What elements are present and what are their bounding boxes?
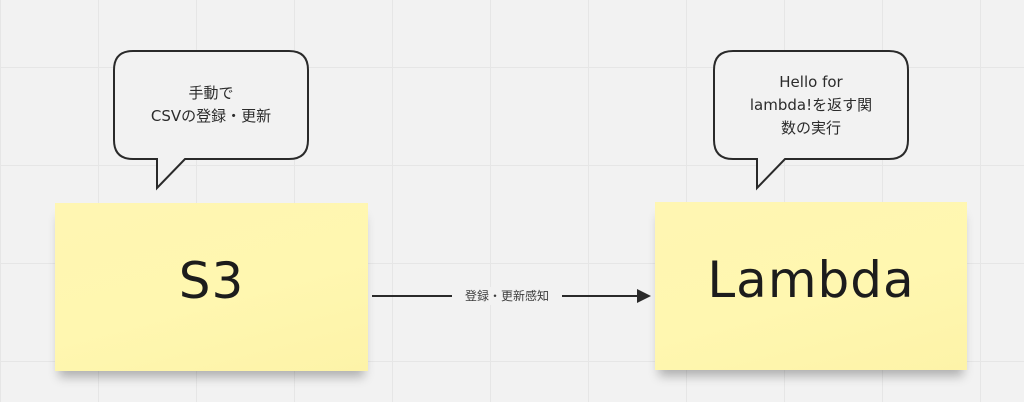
sticky-note-label: S3: [178, 252, 245, 310]
sticky-note-lambda[interactable]: Lambda: [655, 202, 967, 370]
lambda-callout-bubble[interactable]: Hello for lambda!を返す関 数の実行: [713, 50, 909, 191]
speech-bubble-shape: [113, 50, 309, 191]
sticky-note-label: Lambda: [707, 251, 915, 309]
arrowhead-icon: [637, 289, 651, 303]
s3-callout-bubble[interactable]: 手動で CSVの登録・更新: [113, 50, 309, 191]
sticky-note-s3[interactable]: S3: [55, 203, 368, 371]
speech-bubble-shape: [713, 50, 909, 191]
s3-callout-text: 手動で CSVの登録・更新: [150, 84, 272, 125]
connector-label[interactable]: 登録・更新感知: [452, 287, 562, 305]
lambda-callout-text: Hello for lambda!を返す関 数の実行: [749, 72, 873, 137]
